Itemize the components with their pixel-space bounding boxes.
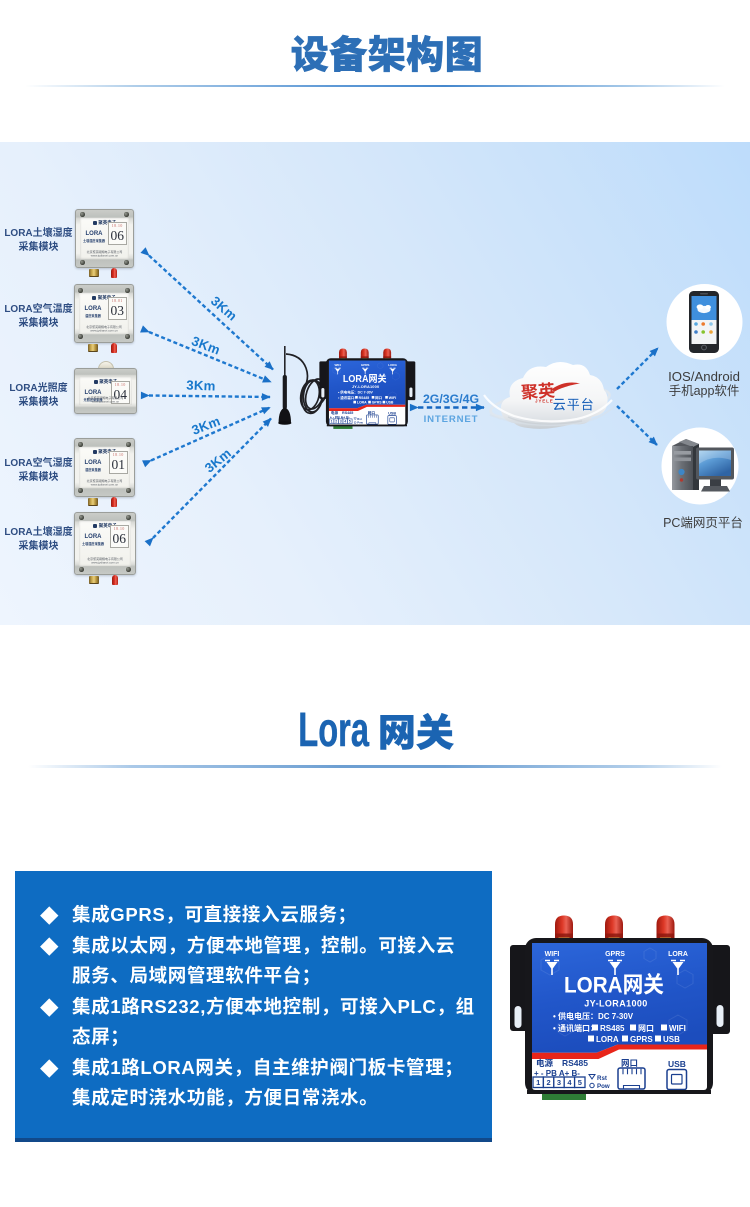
svg-text:聚英: 聚英 bbox=[520, 376, 556, 403]
svg-text:JYELE: JYELE bbox=[535, 399, 554, 404]
svg-text:云平台: 云平台 bbox=[553, 394, 595, 414]
